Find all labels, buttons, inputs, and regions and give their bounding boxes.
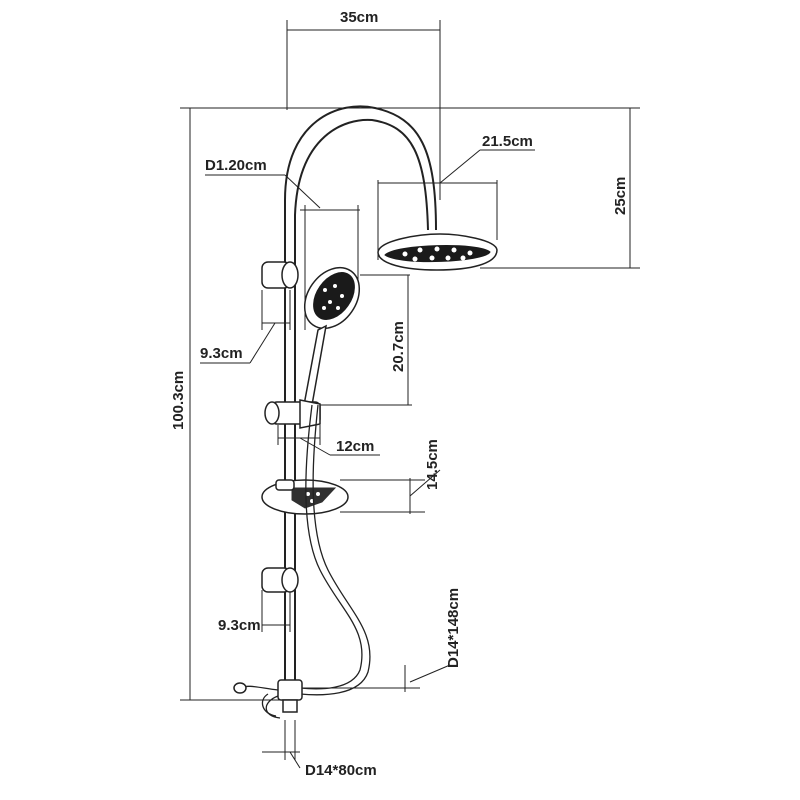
soap-dish	[261, 479, 349, 515]
dimension-lines	[180, 20, 640, 769]
dim-bracket-lower-label: 9.3cm	[218, 617, 261, 634]
dim-holder-width-label: 12cm	[336, 438, 374, 455]
dim-hose-upper-label: D14*148cm	[445, 588, 462, 668]
dim-arm-width-label: 35cm	[340, 9, 378, 26]
dim-total-height-label: 100.3cm	[170, 371, 187, 430]
dim-pipe-diameter-label: D1.20cm	[205, 157, 267, 174]
dim-soap-dish-height-label: 14.5cm	[424, 439, 441, 490]
overhead-shower-head	[377, 233, 498, 271]
dim-hand-shower-length-label: 20.7cm	[390, 321, 407, 372]
dim-hose-lower-label: D14*80cm	[305, 762, 377, 779]
dim-bracket-upper-label: 9.3cm	[200, 345, 243, 362]
diverter-valve	[233, 679, 303, 719]
shower-hose	[299, 404, 371, 696]
hand-shower-holder	[264, 399, 321, 429]
lower-wall-bracket	[261, 567, 299, 593]
hand-shower	[303, 266, 361, 406]
upper-wall-bracket	[261, 261, 299, 289]
dim-head-height-label: 25cm	[612, 177, 629, 215]
dim-head-diameter-label: 21.5cm	[482, 133, 533, 150]
